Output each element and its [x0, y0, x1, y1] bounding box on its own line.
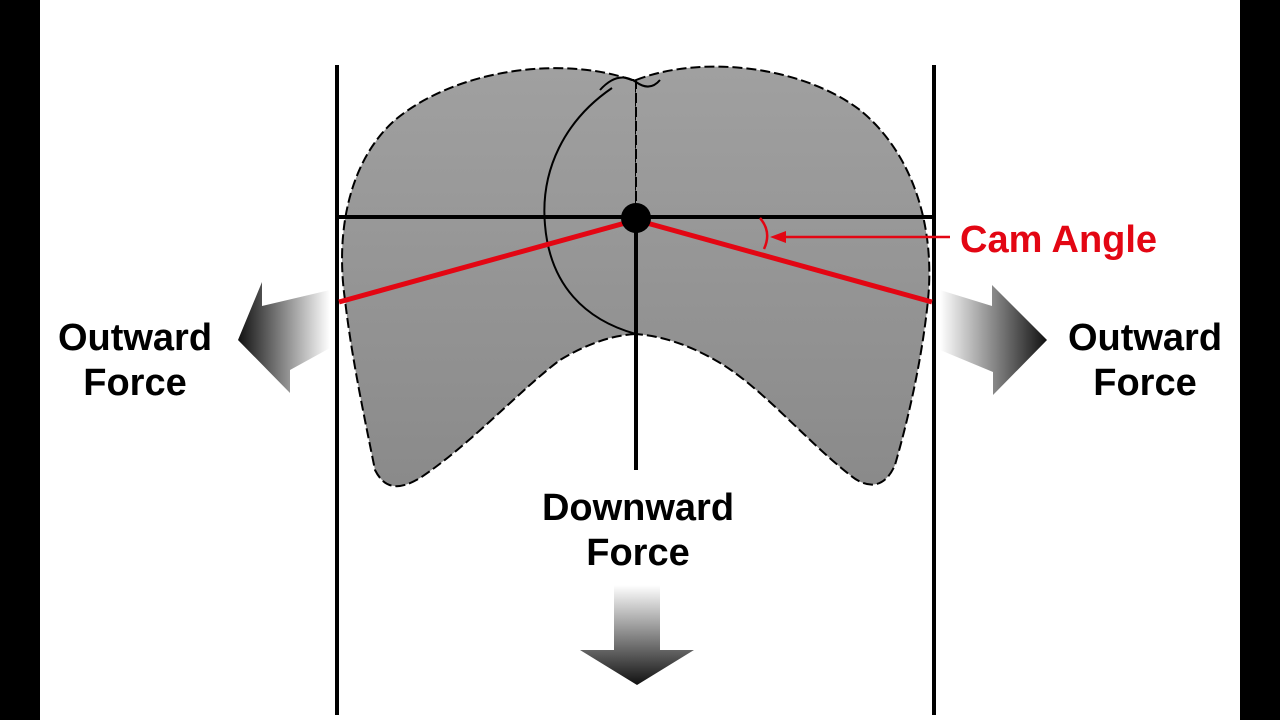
- cam-lobes: [341, 65, 931, 488]
- cam-angle-label: Cam Angle: [960, 219, 1157, 261]
- left-outward-force-label-line1: Outward: [58, 317, 212, 359]
- downward-force-label-line1: Downward: [542, 487, 734, 529]
- right-cam-lobe: [635, 65, 931, 486]
- cam-overlap-arc: [543, 87, 637, 335]
- right-outward-force-label-line1: Outward: [1068, 317, 1222, 359]
- left-outward-force-label-line2: Force: [83, 362, 186, 404]
- cam-angle-arc: [759, 217, 769, 250]
- left-contact-line: [338, 217, 637, 305]
- right-outward-force-label-line2: Force: [1093, 362, 1196, 404]
- cam-angle-pointer-head: [770, 231, 786, 243]
- arrow-left-gradient-icon: [238, 282, 330, 393]
- arrow-right-gradient-icon: [940, 285, 1047, 395]
- right-black-bar: [1240, 0, 1280, 720]
- left-cam-lobe: [341, 67, 637, 488]
- pivot-dot-icon: [621, 203, 651, 233]
- left-black-bar: [0, 0, 40, 720]
- cam-top-notch: [599, 76, 661, 91]
- downward-force-label-line2: Force: [586, 532, 689, 574]
- right-contact-line: [635, 217, 933, 305]
- arrow-down-gradient-icon: [580, 585, 694, 685]
